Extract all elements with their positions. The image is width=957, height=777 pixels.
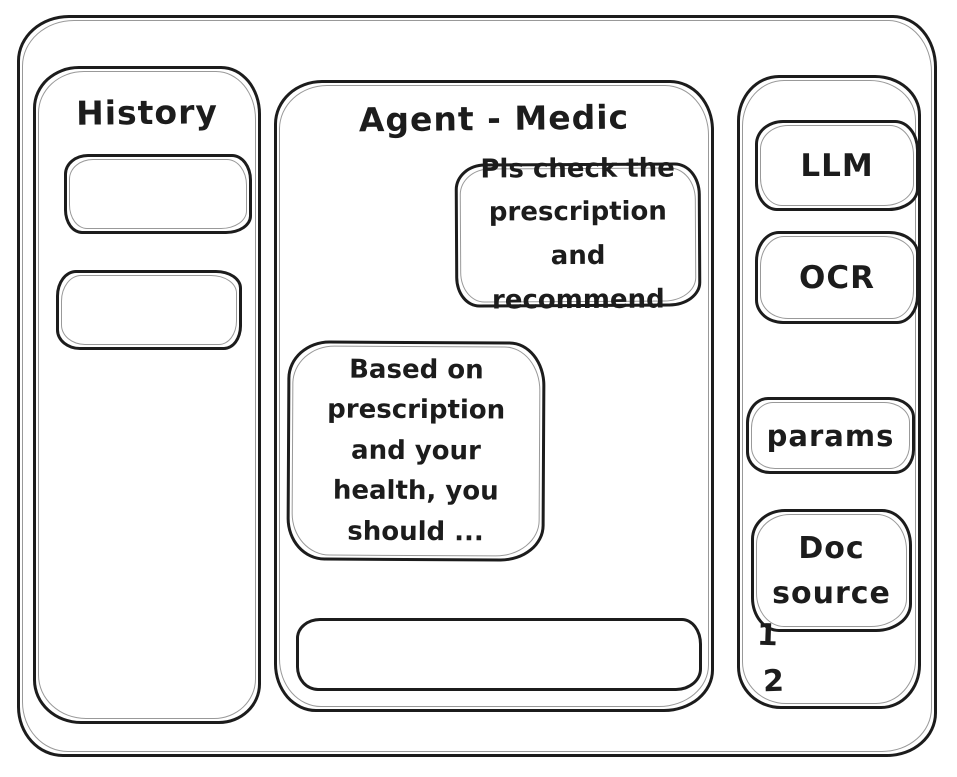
doc-source-button[interactable]: Doc source bbox=[751, 509, 912, 632]
llm-button[interactable]: LLM bbox=[755, 120, 919, 211]
tools-panel: LLM OCR params Doc source 1 2 bbox=[737, 75, 921, 709]
ocr-button[interactable]: OCR bbox=[755, 231, 919, 324]
chat-title: Agent - Medic bbox=[358, 97, 630, 140]
user-message-bubble: Pls check the prescription and recommend bbox=[454, 153, 702, 315]
chat-panel: Agent - Medic Pls check the prescription… bbox=[274, 80, 714, 712]
history-item[interactable] bbox=[64, 154, 252, 234]
history-title: History bbox=[75, 92, 219, 133]
history-item[interactable] bbox=[56, 270, 242, 350]
params-button[interactable]: params bbox=[746, 397, 915, 474]
assistant-message-bubble: Based on prescription and your health, y… bbox=[286, 340, 546, 562]
history-panel: History bbox=[33, 66, 261, 724]
message-input[interactable] bbox=[296, 618, 702, 691]
doc-source-item[interactable]: 1 bbox=[756, 617, 779, 654]
doc-source-item[interactable]: 2 bbox=[762, 663, 785, 700]
